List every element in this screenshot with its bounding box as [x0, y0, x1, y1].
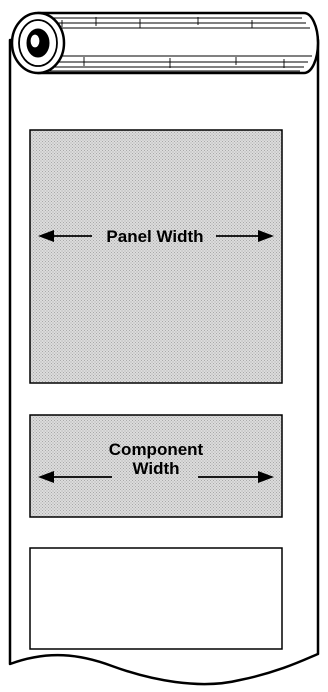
roll-core-highlight: [29, 33, 41, 49]
component-width-dimension: Component Width: [38, 440, 274, 483]
roll-cylinder: [36, 11, 320, 75]
arrow-left-head: [38, 471, 54, 483]
component-width-label-line1: Component: [109, 440, 204, 459]
arrow-left-head: [38, 230, 54, 242]
panel-width-label: Panel Width: [106, 227, 203, 246]
roll-shading: [46, 17, 312, 72]
roll-end-ring: [18, 19, 58, 67]
blank-area: [29, 547, 283, 650]
panel-area: [29, 129, 283, 384]
arrow-right-head: [258, 230, 274, 242]
component-width-label-line2: Width: [132, 459, 179, 478]
component-area: [29, 414, 283, 518]
arrow-right-head: [258, 471, 274, 483]
panel-width-dimension: Panel Width: [38, 227, 274, 246]
roll-icon: [10, 11, 320, 75]
